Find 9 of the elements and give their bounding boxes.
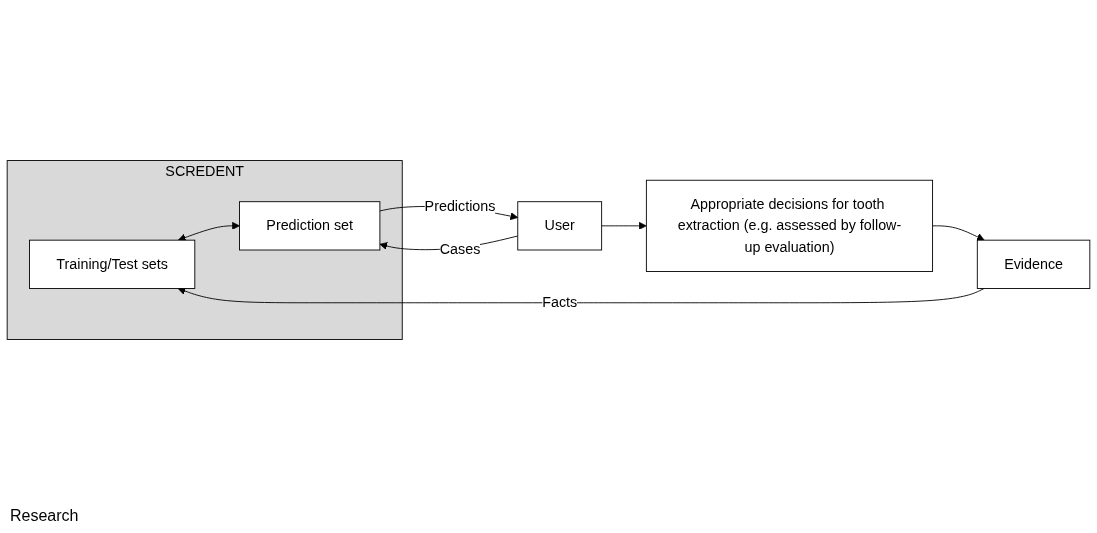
node-box: Evidence: [976, 239, 1091, 289]
node-box: Training/Test sets: [29, 239, 196, 289]
node-box: User: [517, 201, 603, 251]
edge-label: Predictions: [424, 198, 496, 214]
edge-label: Facts: [542, 294, 578, 310]
node-box: Appropriate decisions for tooth extraction (e.g. assessed by follow-up evaluation): [645, 179, 934, 272]
edge-label: Cases: [439, 241, 481, 258]
node-box: Prediction set: [239, 201, 381, 251]
note-text: Research: [10, 507, 79, 525]
